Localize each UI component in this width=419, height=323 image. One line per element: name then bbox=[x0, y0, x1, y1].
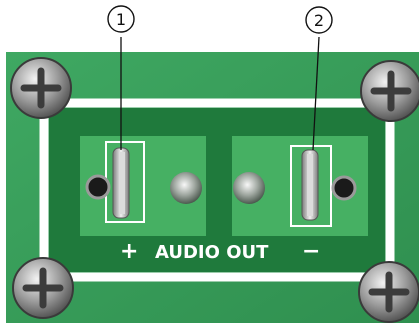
screw-top-left bbox=[10, 57, 72, 119]
center-bump-left bbox=[170, 172, 202, 204]
callout-number-2: 2 bbox=[314, 11, 324, 30]
contact-clip-1 bbox=[85, 141, 145, 223]
screw-bottom-left bbox=[12, 257, 74, 319]
minus-sign: − bbox=[302, 239, 320, 264]
callout-2: 2 bbox=[305, 6, 333, 151]
plus-sign: + bbox=[120, 239, 138, 264]
audio-out-text: AUDIO OUT bbox=[155, 242, 269, 263]
screw-bottom-right bbox=[358, 261, 419, 323]
contact-clip-2 bbox=[290, 145, 357, 227]
callout-1: 1 bbox=[107, 5, 135, 150]
audio-out-label: + AUDIO OUT − bbox=[120, 239, 320, 264]
screw-top-right bbox=[360, 60, 419, 122]
callout-number-1: 1 bbox=[116, 10, 126, 29]
center-bump-right bbox=[233, 172, 265, 204]
